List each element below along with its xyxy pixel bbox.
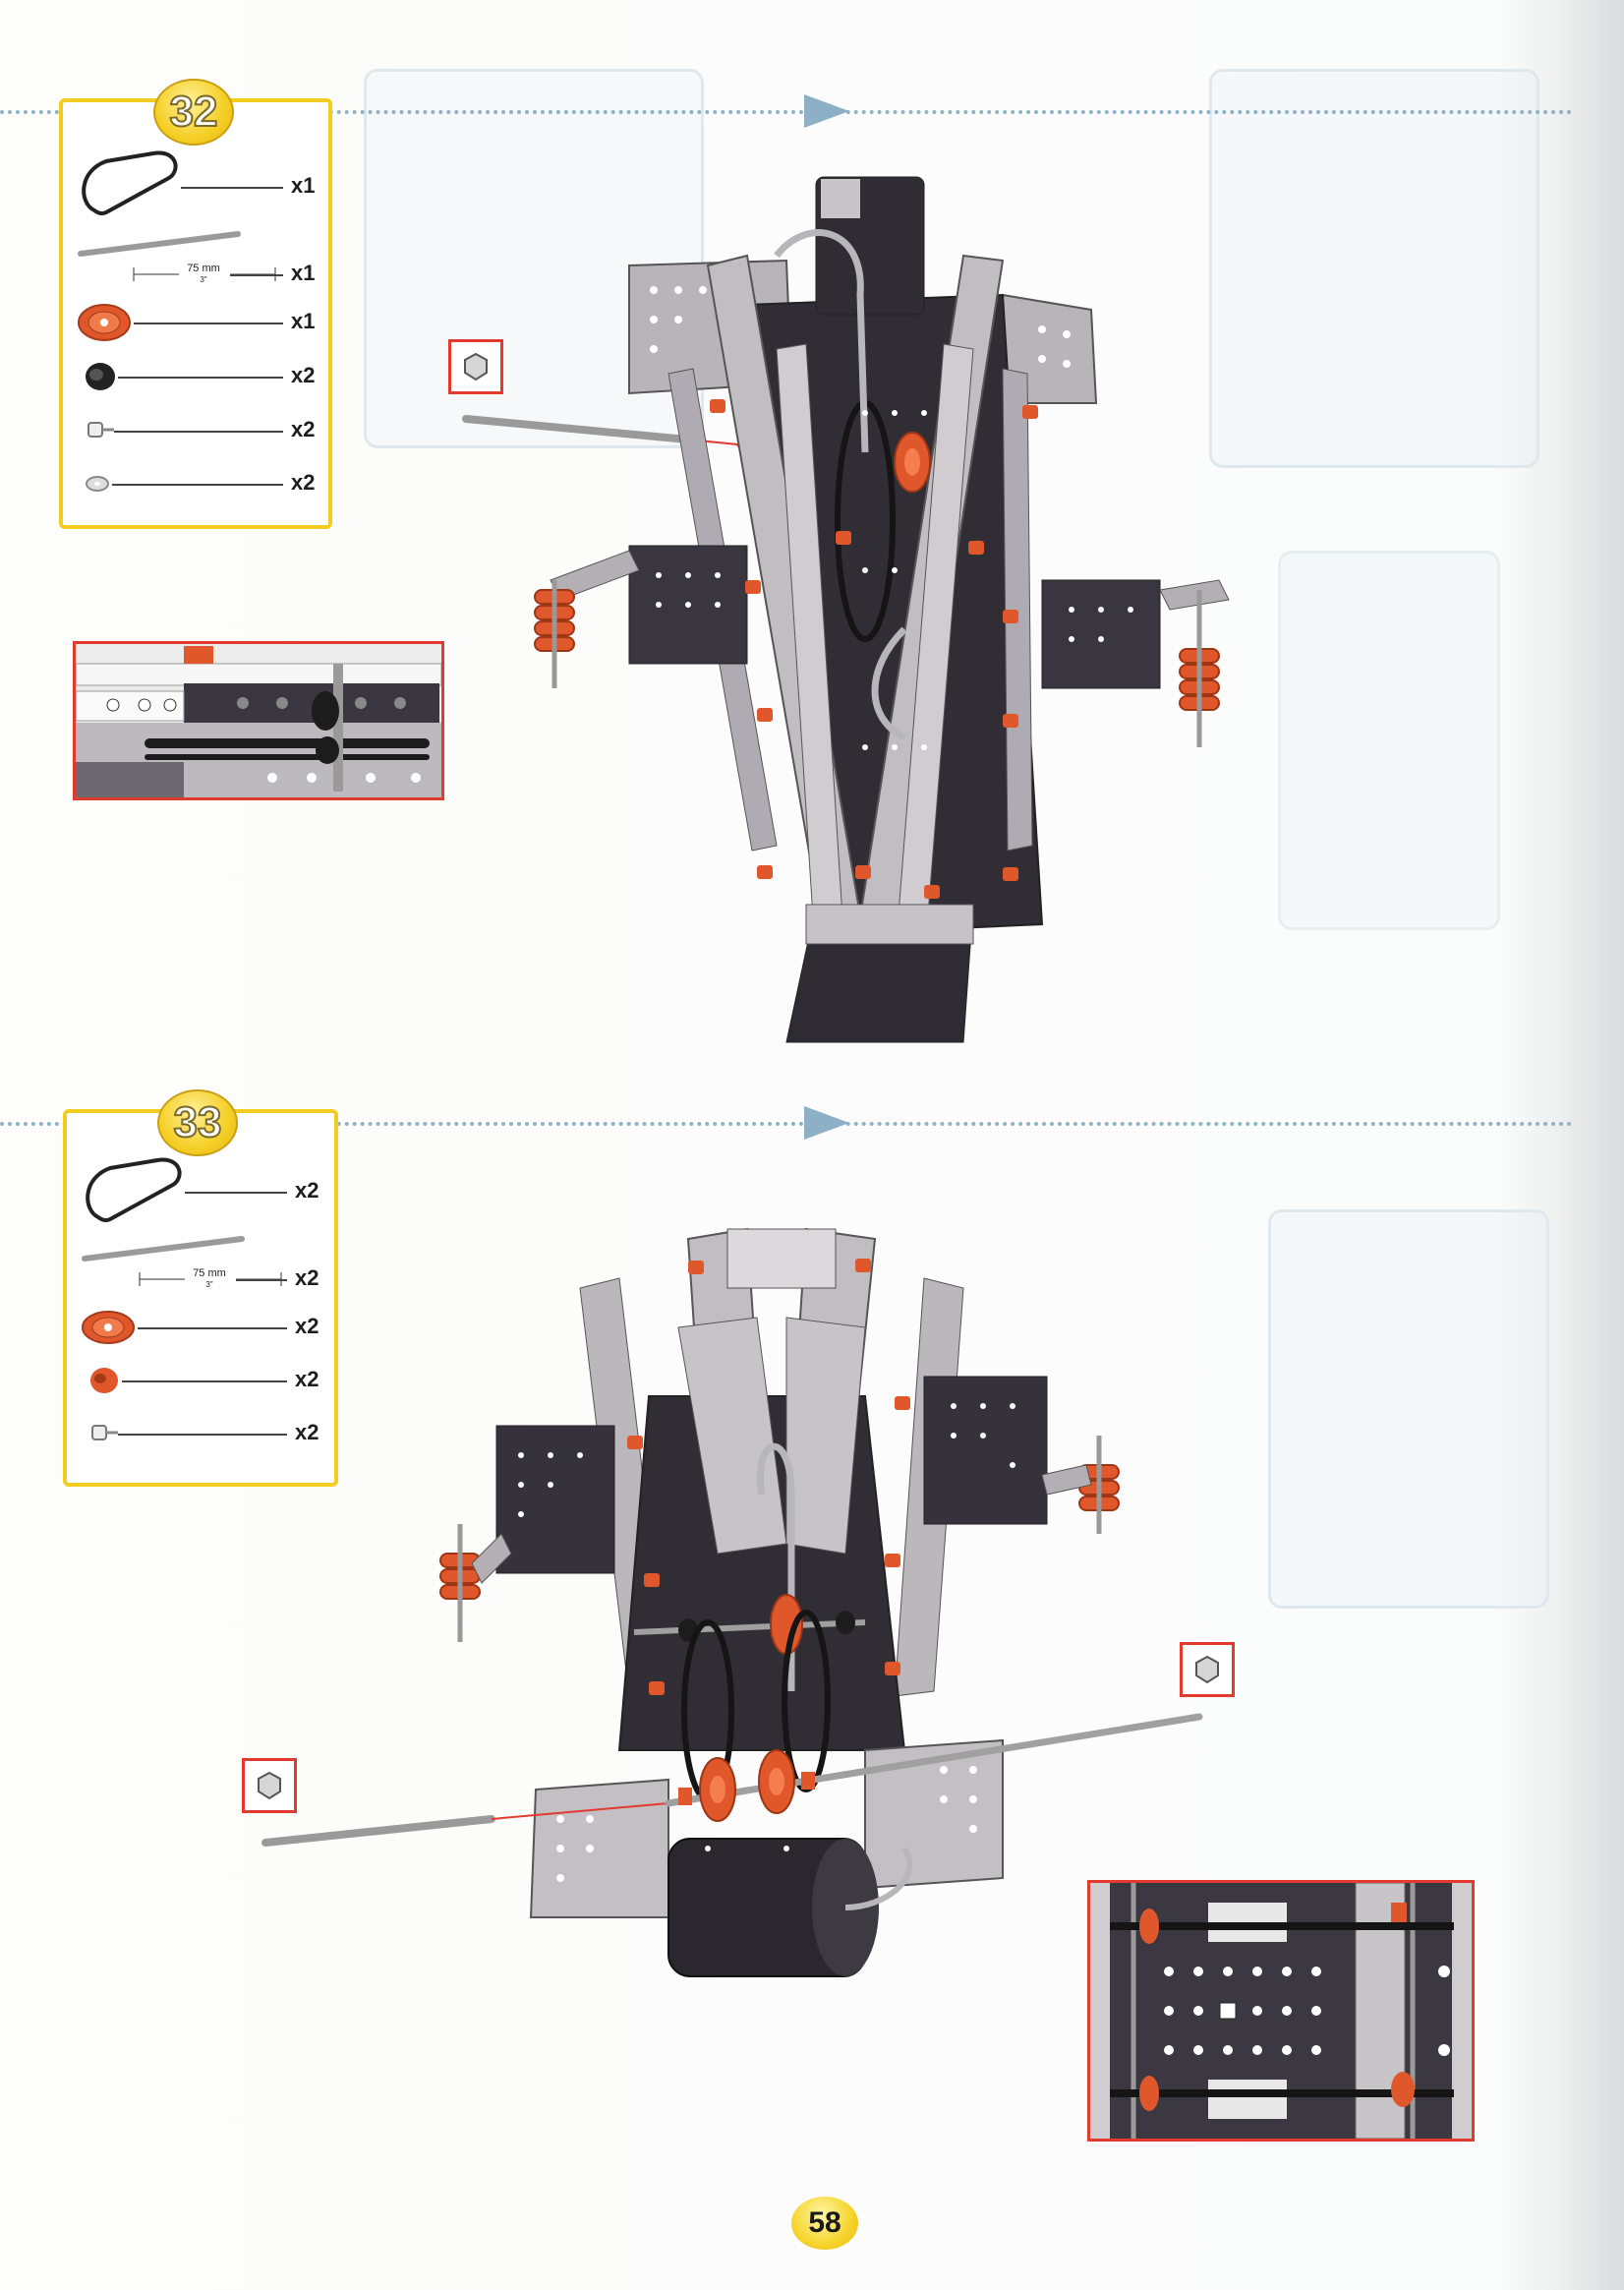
part-qty: x1 — [291, 261, 316, 285]
hex-nut-callout — [448, 339, 503, 394]
part-qty: x2 — [295, 1178, 319, 1203]
hex-nut-callout — [242, 1758, 297, 1813]
part-row: x2 — [67, 1156, 334, 1230]
part-qty: x2 — [295, 1265, 319, 1290]
part-qty: x2 — [295, 1314, 319, 1338]
axle-rod-icon — [78, 231, 241, 257]
step-number-badge: 32 — [153, 79, 234, 146]
part-row: x2 — [67, 1357, 334, 1406]
pulley-wheel-icon — [82, 1311, 135, 1344]
part-row: x1 — [63, 150, 328, 225]
ghost-panel — [1209, 69, 1539, 468]
hex-nut-icon — [464, 352, 488, 382]
assembly-illustration-step-32 — [462, 176, 1230, 1043]
step-arrow-icon — [804, 94, 849, 128]
axle-rod-icon — [82, 1236, 245, 1262]
detail-inset-step-32 — [73, 641, 444, 800]
hex-nut-icon — [258, 1771, 281, 1800]
detail-illustration — [76, 644, 441, 797]
part-qty: x2 — [291, 470, 316, 495]
hex-nut-icon — [1195, 1655, 1219, 1684]
part-row: x1 — [63, 299, 328, 348]
step-number-badge: 33 — [157, 1089, 238, 1156]
part-qty: x2 — [291, 363, 316, 387]
part-row: x2 — [63, 460, 328, 509]
drive-belt-icon — [86, 1157, 182, 1223]
part-row: x2 — [63, 353, 328, 402]
screw-icon — [91, 1425, 118, 1440]
ghost-panel — [1278, 551, 1500, 930]
part-qty: x2 — [295, 1367, 319, 1391]
part-row: x2 — [63, 407, 328, 456]
detail-inset-step-33 — [1087, 1880, 1475, 2142]
step-divider — [0, 1122, 1573, 1126]
part-row: x2 — [67, 1304, 334, 1353]
assembly-illustration-step-33 — [261, 1227, 1203, 1977]
part-qty: x2 — [295, 1420, 319, 1444]
collar-icon — [90, 1368, 118, 1393]
step-arrow-icon — [804, 1106, 849, 1140]
part-row: x2 — [67, 1410, 334, 1459]
detail-illustration — [1090, 1883, 1472, 2139]
washer-icon — [86, 476, 109, 492]
part-qty: x2 — [291, 417, 316, 441]
screw-icon — [87, 422, 114, 438]
drive-belt-icon — [82, 150, 178, 216]
part-qty: x1 — [291, 173, 316, 198]
step-divider — [0, 110, 1573, 114]
collar-icon — [86, 363, 115, 390]
part-qty: x1 — [291, 309, 316, 333]
page-number: 58 — [791, 2197, 858, 2250]
ghost-panel — [1268, 1209, 1549, 1609]
hex-nut-callout — [1180, 1642, 1235, 1697]
pulley-wheel-icon — [78, 304, 131, 341]
